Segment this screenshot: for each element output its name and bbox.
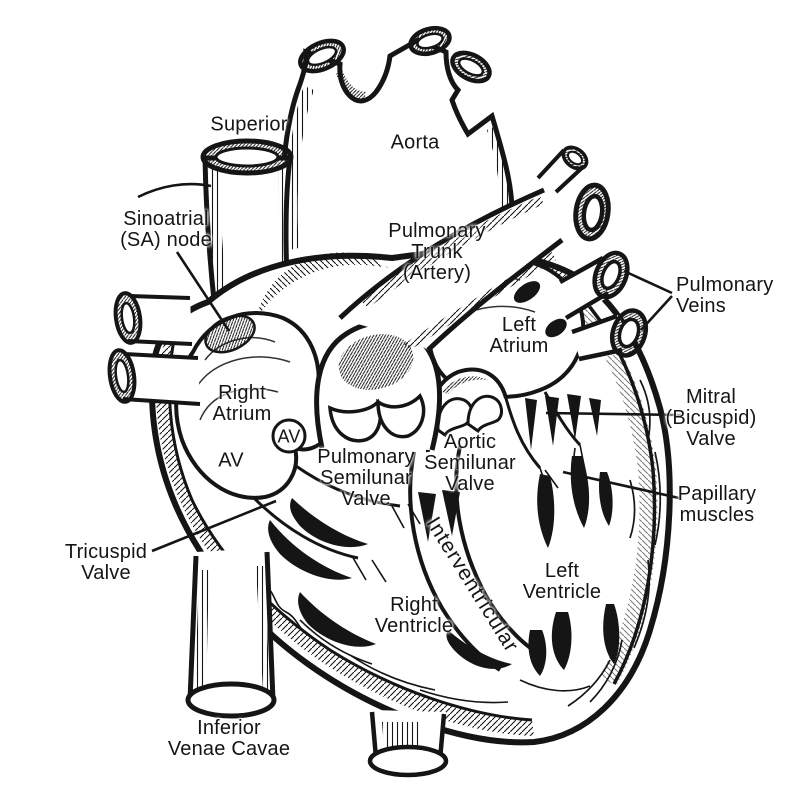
tricuspid-valve-shape	[252, 464, 421, 583]
pulmonary-veins-right	[558, 250, 649, 362]
papillary-muscles-shape	[537, 456, 613, 548]
pulmonary-veins-leader-line-lower	[640, 295, 673, 331]
leader-lines	[137, 182, 682, 553]
pulmonary-semilunar-valve-shape	[328, 393, 426, 443]
aorta-branch-openings	[298, 25, 492, 84]
bottom-vessel	[367, 710, 449, 778]
tricuspid-leader-line	[151, 499, 277, 553]
mitral-valve-shape	[503, 391, 601, 493]
sa-node-leader-line	[175, 251, 231, 332]
epicardium-texture	[567, 379, 662, 707]
sa-node	[204, 314, 256, 354]
aorta	[279, 25, 515, 276]
papillary-leader-line	[562, 470, 680, 500]
pulmonary-trunk	[314, 145, 611, 451]
right-pulmonary-vessels-left	[107, 291, 201, 406]
pulmonary-veins-leader-line-upper	[623, 269, 673, 295]
av-node	[271, 418, 307, 454]
inferior-vena-cava	[185, 548, 277, 719]
superior-leader-line	[137, 182, 212, 199]
right-ventricle-chamber	[268, 490, 512, 669]
left-ventricle-chamber	[528, 604, 620, 676]
mitral-leader-line	[545, 411, 682, 417]
